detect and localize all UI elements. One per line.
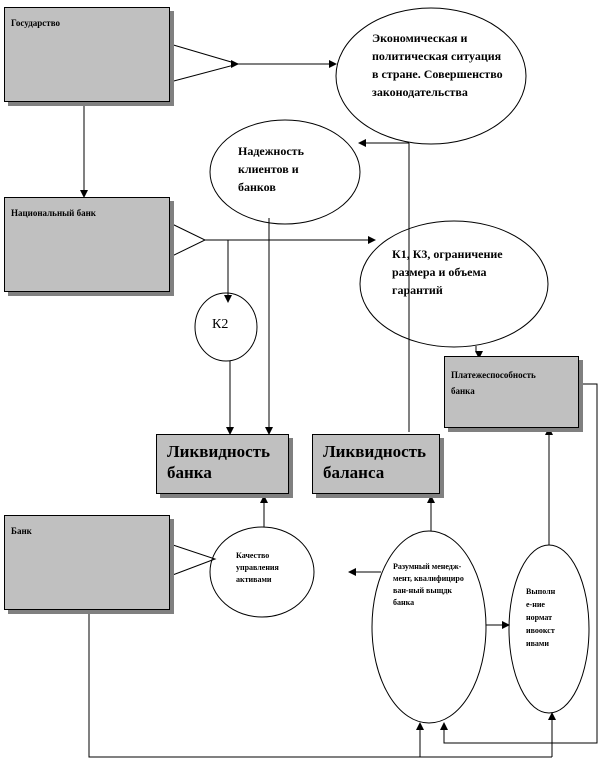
solvency-label: Платежеспособность банка: [451, 370, 536, 396]
national-bank-box: Национальный банк: [4, 197, 170, 292]
asset-quality-ellipse: [209, 526, 315, 618]
economic-situation-text: Экономическая и политическая ситуация в …: [372, 31, 503, 99]
bank-wedge: [169, 543, 217, 577]
reliability-ellipse: [209, 119, 361, 225]
k2-text: К2: [212, 317, 229, 332]
state-label: Государство: [11, 18, 61, 28]
bank-box: Банк: [4, 515, 170, 610]
liquidity-balance-label: Ликвидность баланса: [323, 442, 427, 482]
k2-circle: [194, 292, 258, 362]
state-box: Государство: [4, 7, 170, 102]
compliance-text: Выполн е-ние нормат ивоокст ивами: [526, 587, 556, 648]
ratios-to-solvency-arrow: [475, 346, 483, 359]
state-wedge: [169, 43, 240, 83]
ratios-text: К1, К3, ограничение размера и объема гар…: [392, 247, 503, 297]
national-bank-wedge: [169, 222, 207, 258]
liquidity-bank-label: Ликвидность банка: [167, 442, 271, 482]
ratios-ellipse: [359, 220, 549, 348]
bank-feedback-line: [88, 598, 424, 758]
management-text: Разумный менедж-мент, квалифициро ван-ны…: [393, 562, 464, 607]
solvency-feedback-line: [440, 383, 598, 744]
management-ellipse: [371, 530, 487, 724]
economic-situation-ellipse: [335, 7, 527, 145]
solvency-box: Платежеспособность банка: [444, 356, 579, 428]
liquidity-bank-box: Ликвидность банка: [156, 434, 289, 494]
asset-quality-text: Качество управления активами: [236, 551, 279, 584]
national-bank-label: Национальный банк: [11, 208, 96, 218]
bank-label: Банк: [11, 526, 32, 536]
reliability-text: Надежность клиентов и банков: [238, 144, 304, 194]
liquidity-balance-box: Ликвидность баланса: [312, 434, 440, 494]
